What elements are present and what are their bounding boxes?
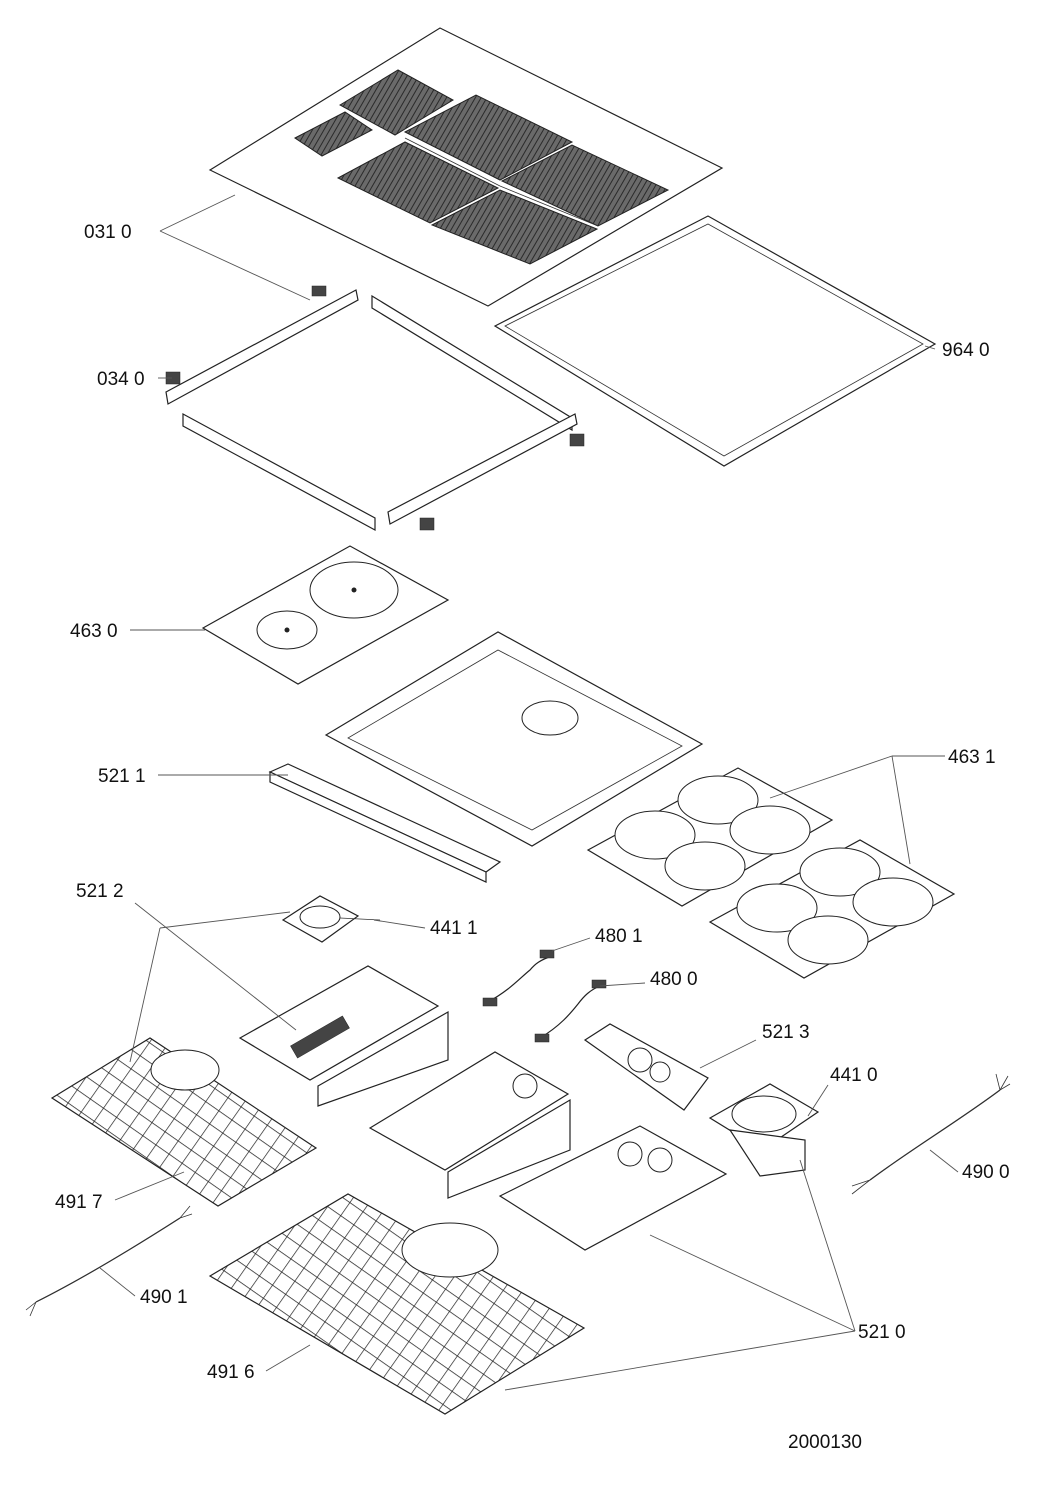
glass-top-part [208,27,724,307]
bottom-tray-left [50,1037,318,1207]
label-491-6: 491 6 [207,1362,255,1383]
label-034-0: 034 0 [97,369,145,390]
label-490-0: 490 0 [962,1162,1010,1183]
label-521-3: 521 3 [762,1022,810,1043]
label-490-1: 490 1 [140,1287,188,1308]
label-463-1: 463 1 [948,747,996,768]
power-board-right [498,1125,728,1251]
frame-profiles-part [165,285,585,532]
leader-lines [99,194,959,1391]
bottom-tray-right [208,1193,586,1415]
filter-board-part [583,1023,709,1111]
ribbon-cables-part [482,949,607,1043]
power-board-center [368,1051,571,1199]
power-board-left [238,965,449,1107]
gasket-part [493,215,937,467]
fan-small-part [281,895,381,943]
label-031-0: 031 0 [84,222,132,243]
label-480-1: 480 1 [595,926,643,947]
label-521-0: 521 0 [858,1322,906,1343]
label-491-7: 491 7 [55,1192,103,1213]
label-964-0: 964 0 [942,340,990,361]
label-521-2: 521 2 [76,881,124,902]
label-480-0: 480 0 [650,969,698,990]
label-463-0: 463 0 [70,621,118,642]
control-strip-part [268,763,502,883]
power-cables-part [25,1073,1011,1317]
part-labels: 031 0 034 0 964 0 463 0 521 1 463 1 521 … [55,222,1010,1383]
induction-plate-lower [708,839,956,979]
housing-part [324,631,704,847]
label-521-1: 521 1 [98,766,146,787]
document-id: 2000130 [788,1432,862,1453]
label-441-0: 441 0 [830,1065,878,1086]
radiant-plate-part [201,545,450,685]
induction-plate-upper [586,767,834,907]
fan-large-part [708,1083,820,1177]
label-441-1: 441 1 [430,918,478,939]
